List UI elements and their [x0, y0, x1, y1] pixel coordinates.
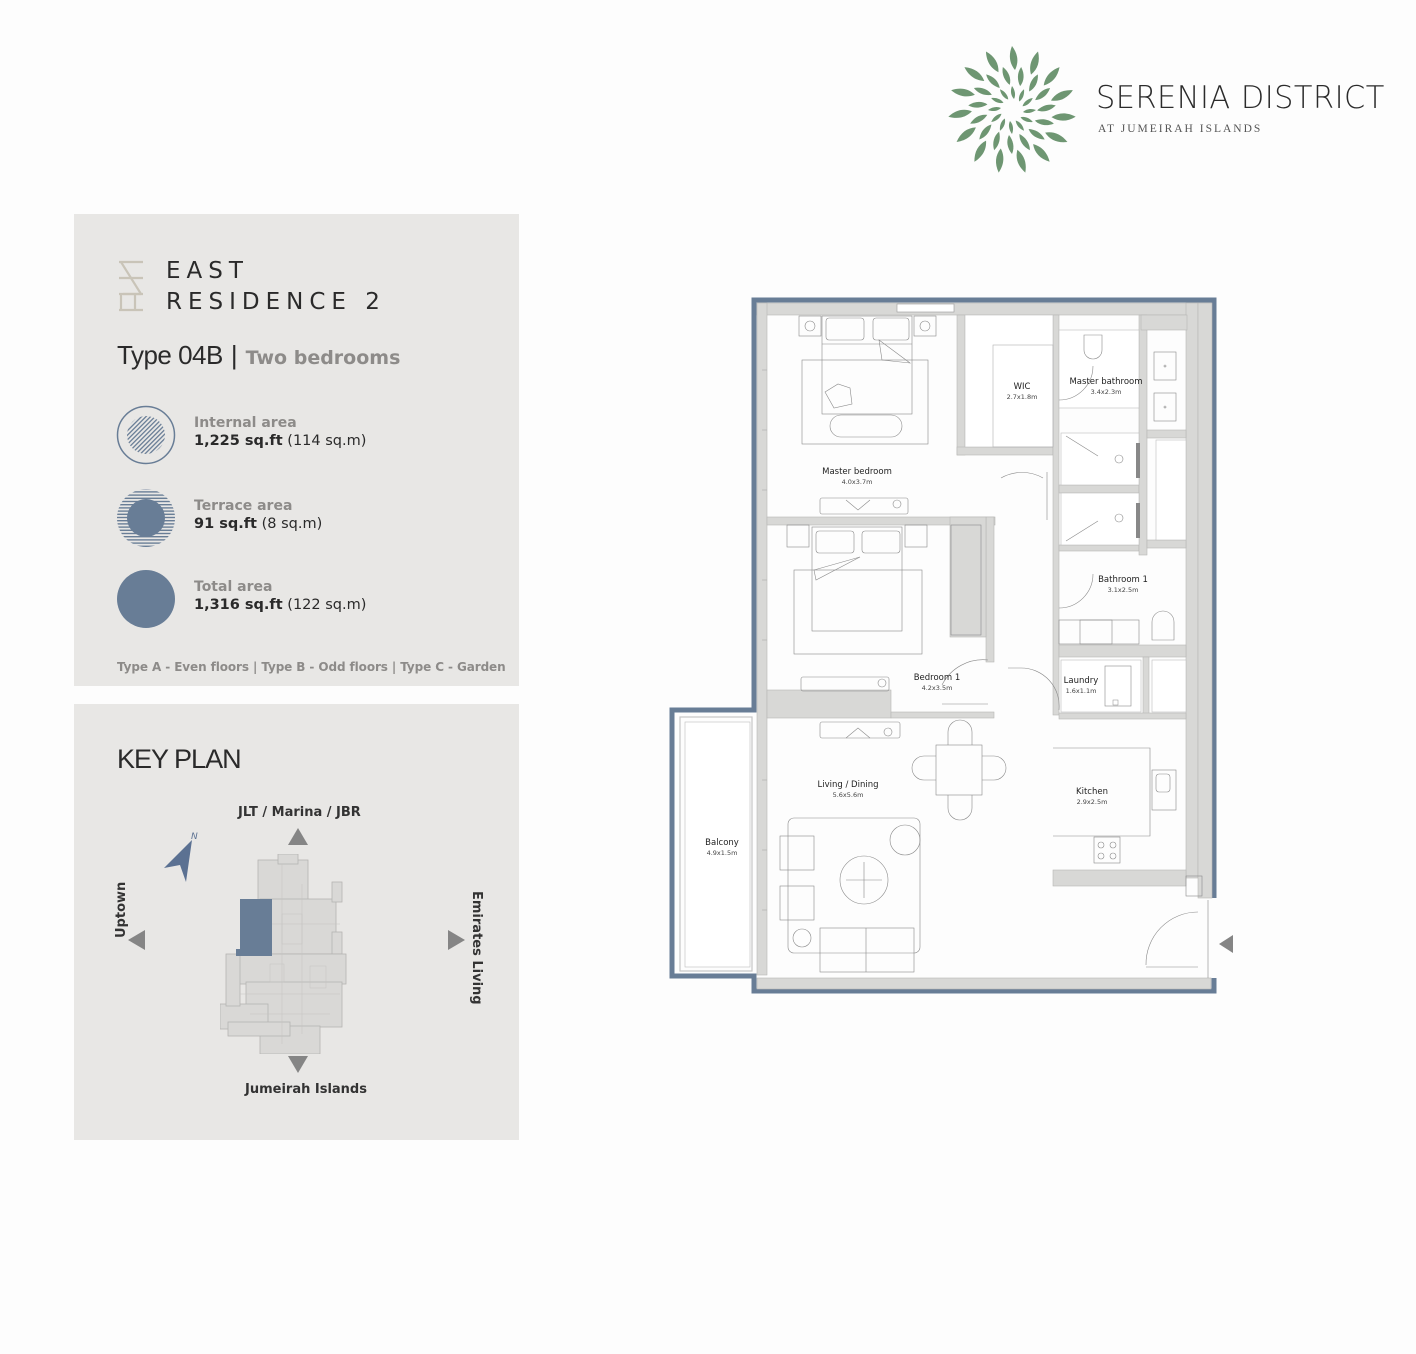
- room-dims-bedroom-1: 4.2x3.5m: [921, 684, 953, 692]
- room-name-kitchen: Kitchen: [1076, 787, 1108, 797]
- floor-plan-drawing: [669, 297, 1217, 994]
- north-arrow-icon: N: [164, 832, 198, 882]
- room-dims-laundry: 1.6x1.1m: [1065, 687, 1097, 695]
- area-value: 1,316 sq.ft (122 sq.m): [194, 597, 367, 613]
- area-value: 1,225 sq.ft (114 sq.m): [194, 433, 367, 449]
- room-name-bathroom-1: Bathroom 1: [1098, 575, 1148, 585]
- room-name-living-dining: Living / Dining: [817, 780, 879, 790]
- triangle-down-icon: [288, 1056, 308, 1073]
- area-label: Terrace area: [194, 498, 293, 514]
- brand-logo: SERENIA DISTRICT AT JUMEIRAH ISLANDS: [944, 42, 1384, 178]
- hatched-circle-icon: [116, 405, 176, 465]
- key-plan-panel: KEY PLAN N JLT / Marina / JBR Uptown Emi…: [74, 704, 519, 1140]
- room-dims-balcony: 4.9x1.5m: [706, 849, 738, 857]
- brand-subtitle: AT JUMEIRAH ISLANDS: [1098, 123, 1263, 135]
- room-name-master-bedroom: Master bedroom: [822, 467, 892, 477]
- building-key-plan: [220, 854, 347, 1054]
- room-name-balcony: Balcony: [705, 838, 739, 848]
- room-name-bedroom-1: Bedroom 1: [913, 673, 961, 683]
- floor-types-note: Type A - Even floors | Type B - Odd floo…: [117, 660, 506, 674]
- floor-plan: [660, 290, 1240, 1000]
- room-name-wic: WIC: [1013, 382, 1031, 392]
- type-separator: |: [230, 340, 238, 370]
- building-name-line1: EAST: [166, 258, 249, 284]
- unit-type-heading: Type 04B| Two bedrooms: [117, 340, 400, 371]
- brand-name: SERENIA DISTRICT: [1096, 80, 1385, 116]
- striped-filled-circle-icon: [117, 489, 175, 547]
- direction-label-left: Uptown: [114, 881, 129, 938]
- triangle-right-icon: [448, 930, 465, 950]
- leaf-sunburst-icon: [948, 46, 1076, 173]
- direction-label-bottom: Jumeirah Islands: [245, 1082, 367, 1097]
- svg-text:N: N: [191, 832, 198, 842]
- area-item-internal: Internal area 1,225 sq.ft (114 sq.m): [116, 405, 496, 467]
- unit-info-panel: EAST RESIDENCE 2 Type 04B| Two bedrooms I…: [74, 214, 519, 686]
- direction-label-right: Emirates Living: [469, 891, 484, 1005]
- room-dims-bathroom-1: 3.1x2.5m: [1107, 586, 1139, 594]
- triangle-up-icon: [288, 828, 308, 845]
- room-dims-wic: 2.7x1.8m: [1006, 393, 1038, 401]
- entry-arrow-icon: [1219, 935, 1233, 953]
- area-label: Internal area: [194, 415, 297, 431]
- area-value: 91 sq.ft (8 sq.m): [194, 516, 323, 532]
- room-dims-master-bedroom: 4.0x3.7m: [841, 478, 873, 486]
- type-name: Two bedrooms: [245, 347, 401, 369]
- area-label: Total area: [194, 579, 273, 595]
- key-plan-title: KEY PLAN: [117, 744, 242, 774]
- filled-circle-icon: [117, 570, 175, 628]
- building-zigzag-icon: [119, 260, 143, 312]
- room-dims-kitchen: 2.9x2.5m: [1076, 798, 1108, 806]
- area-item-total: Total area 1,316 sq.ft (122 sq.m): [116, 569, 496, 631]
- room-name-master-bathroom: Master bathroom: [1069, 377, 1143, 387]
- room-name-laundry: Laundry: [1063, 676, 1099, 686]
- room-dims-living-dining: 5.6x5.6m: [832, 791, 864, 799]
- area-item-terrace: Terrace area 91 sq.ft (8 sq.m): [116, 488, 496, 550]
- type-code: Type 04B: [117, 340, 223, 370]
- direction-label-top: JLT / Marina / JBR: [238, 805, 361, 820]
- building-name-line2: RESIDENCE 2: [166, 289, 386, 315]
- triangle-left-icon: [128, 930, 145, 950]
- room-dims-master-bathroom: 3.4x2.3m: [1090, 388, 1122, 396]
